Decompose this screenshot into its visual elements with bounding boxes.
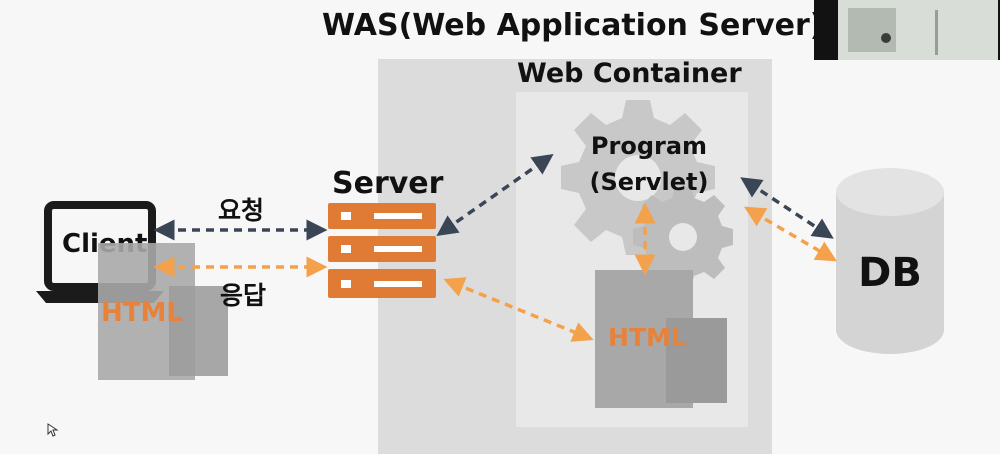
client-html-label: HTML — [101, 298, 183, 328]
server-html-arrow — [443, 277, 594, 342]
response-label: 응답 — [220, 281, 266, 310]
webcam-overlay — [814, 0, 1000, 60]
database-cylinder-icon — [836, 168, 944, 354]
client-html-document-back — [169, 286, 228, 376]
slide-title: WAS(Web Application Server) — [322, 8, 824, 43]
servlet-label: (Servlet) — [590, 168, 709, 196]
server-rack-icon — [328, 203, 436, 298]
db-response-arrow — [743, 206, 838, 262]
container-html-document-back — [666, 318, 727, 403]
server-program-arrow — [436, 153, 554, 237]
db-label: DB — [858, 250, 922, 296]
mouse-cursor-icon — [47, 423, 59, 437]
server-label: Server — [332, 166, 444, 201]
web-container-label: Web Container — [517, 58, 742, 89]
request-label: 요청 — [218, 196, 264, 225]
container-html-label: HTML — [608, 323, 687, 352]
program-label: Program — [591, 132, 707, 160]
gears-icon — [561, 100, 733, 287]
